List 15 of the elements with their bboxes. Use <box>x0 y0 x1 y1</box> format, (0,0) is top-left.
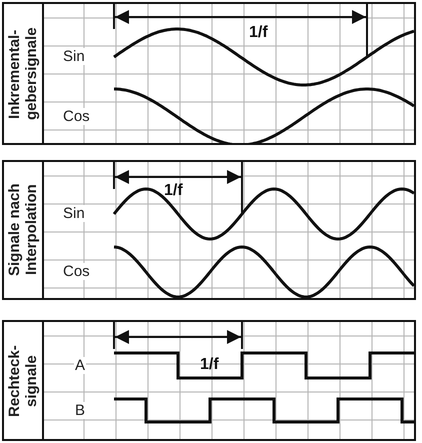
signal-label: Sin <box>62 48 86 65</box>
signal-panel <box>2 320 416 441</box>
signal-panel <box>2 160 416 300</box>
signal-label: Cos <box>62 108 91 125</box>
signal-label: Sin <box>62 205 86 222</box>
signal-label: A <box>74 356 86 374</box>
signal-label: B <box>74 402 86 418</box>
signal-label: Cos <box>62 263 91 280</box>
panel-heading: Signale nach Interpolation <box>6 182 40 278</box>
panel-heading: Inkremental-gebersignale <box>6 26 40 122</box>
period-label: 1/f <box>249 24 268 42</box>
signal-panel <box>2 2 416 145</box>
panel-heading: Rechteck-signale <box>6 344 40 418</box>
period-label: 1/f <box>200 356 219 374</box>
period-label: 1/f <box>164 182 183 200</box>
